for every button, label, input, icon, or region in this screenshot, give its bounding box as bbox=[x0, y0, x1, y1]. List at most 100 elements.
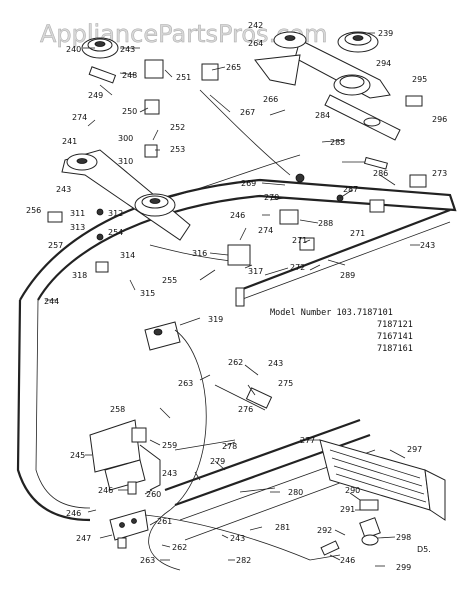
callout-label: 270 bbox=[264, 193, 279, 202]
callout-label: 271 bbox=[292, 236, 307, 245]
callout-label: 274 bbox=[72, 113, 87, 122]
callout-label: 266 bbox=[263, 95, 278, 104]
callout-label: 257 bbox=[48, 241, 63, 250]
callout-label: 289 bbox=[340, 271, 355, 280]
callout-label: 243 bbox=[268, 359, 283, 368]
callout-label: 292 bbox=[317, 526, 332, 535]
callout-label: 280 bbox=[288, 488, 303, 497]
callout-label: 272 bbox=[290, 263, 305, 272]
callout-label: 245 bbox=[70, 451, 85, 460]
callout-label: 252 bbox=[170, 123, 185, 132]
callout-label: 243 bbox=[420, 241, 435, 250]
callout-label: 241 bbox=[62, 137, 77, 146]
callout-label: 300 bbox=[118, 134, 133, 143]
callout-label: 313 bbox=[70, 223, 85, 232]
callout-label: 295 bbox=[412, 75, 427, 84]
callout-label: 288 bbox=[318, 219, 333, 228]
gas-manifold bbox=[16, 89, 457, 522]
model-number-line-4: 7187161 bbox=[377, 344, 413, 354]
callout-label: 239 bbox=[378, 29, 393, 38]
model-number-line-2: 7187121 bbox=[377, 320, 413, 330]
callout-label: 299 bbox=[396, 563, 411, 572]
burner-top-center bbox=[254, 31, 307, 86]
callout-label: 312 bbox=[108, 209, 123, 218]
callout-label: 284 bbox=[315, 111, 330, 120]
callout-label: 279 bbox=[210, 457, 225, 466]
callout-label: 249 bbox=[88, 91, 103, 100]
callout-labels: 240 242 264 239 243 248 251 265 294 295 … bbox=[26, 21, 447, 572]
burner-right-assembly bbox=[324, 74, 401, 141]
callout-label: 269 bbox=[241, 179, 256, 188]
leader-lines bbox=[45, 32, 420, 567]
callout-label: 240 bbox=[66, 45, 81, 54]
callout-label: 264 bbox=[248, 39, 263, 48]
callout-label: 314 bbox=[120, 251, 135, 260]
callout-label: 258 bbox=[110, 405, 125, 414]
callout-label: 262 bbox=[172, 543, 187, 552]
callout-label: 248 bbox=[122, 71, 137, 80]
callout-label: 261 bbox=[157, 517, 172, 526]
callout-label: 278 bbox=[222, 442, 237, 451]
callout-label: 260 bbox=[146, 490, 161, 499]
callout-label: 317 bbox=[248, 267, 263, 276]
callout-label: 243 bbox=[162, 469, 177, 478]
callout-label: 246 bbox=[66, 509, 81, 518]
callout-label: 282 bbox=[236, 556, 251, 565]
callout-label: 276 bbox=[238, 405, 253, 414]
valves-fittings bbox=[47, 59, 427, 307]
callout-label: 275 bbox=[278, 379, 293, 388]
callout-label: 291 bbox=[340, 505, 355, 514]
model-number-block: Model Number 103.7187101 7187121 7167141… bbox=[270, 308, 413, 354]
callout-label: 274 bbox=[258, 226, 273, 235]
callout-label: 281 bbox=[275, 523, 290, 532]
callout-label: 296 bbox=[432, 115, 447, 124]
callout-label: 271 bbox=[350, 229, 365, 238]
callout-label: 256 bbox=[26, 206, 41, 215]
callout-label: 246 bbox=[98, 486, 113, 495]
igniter-switch bbox=[144, 321, 181, 351]
model-number-line-1: Model Number 103.7187101 bbox=[270, 308, 393, 318]
callout-label: 262 bbox=[228, 358, 243, 367]
callout-label: 297 bbox=[407, 445, 422, 454]
callout-label: 298 bbox=[396, 533, 411, 542]
callout-label: 290 bbox=[345, 486, 360, 495]
callout-label: 286 bbox=[373, 169, 388, 178]
callout-label: 251 bbox=[176, 73, 191, 82]
callout-label: 285 bbox=[330, 138, 345, 147]
callout-label: 250 bbox=[122, 107, 137, 116]
callout-label: 310 bbox=[118, 157, 133, 166]
thermostat bbox=[109, 509, 341, 561]
callout-label: 242 bbox=[248, 21, 263, 30]
callout-label: 247 bbox=[76, 534, 91, 543]
callout-label: 294 bbox=[376, 59, 391, 68]
callout-label: 318 bbox=[72, 271, 87, 280]
callout-label: 265 bbox=[226, 63, 241, 72]
callout-label: 254 bbox=[108, 228, 123, 237]
callout-label: 273 bbox=[432, 169, 447, 178]
callout-label: 287 bbox=[343, 185, 358, 194]
callout-label: 243 bbox=[120, 45, 135, 54]
callout-label: 277 bbox=[300, 436, 315, 445]
callout-label: 263 bbox=[178, 379, 193, 388]
callout-label: 267 bbox=[240, 108, 255, 117]
callout-label: 253 bbox=[170, 145, 185, 154]
callout-label: 255 bbox=[162, 276, 177, 285]
callout-label: 244 bbox=[44, 297, 59, 306]
oven-valve bbox=[89, 419, 161, 495]
oven-burner-parts bbox=[320, 499, 381, 556]
model-number-line-3: 7167141 bbox=[377, 332, 413, 342]
callout-label: 311 bbox=[70, 209, 85, 218]
callout-label: 263 bbox=[140, 556, 155, 565]
callout-label: 246 bbox=[230, 211, 245, 220]
callout-label: 319 bbox=[208, 315, 223, 324]
callout-label: 259 bbox=[162, 441, 177, 450]
callout-label: 315 bbox=[140, 289, 155, 298]
callout-label: 316 bbox=[192, 249, 207, 258]
callout-label: 246 bbox=[340, 556, 355, 565]
corner-code: D5. bbox=[417, 545, 431, 554]
callout-label: 243 bbox=[230, 534, 245, 543]
burner-left-assembly bbox=[61, 149, 191, 241]
broil-burner bbox=[319, 439, 446, 521]
callout-label: 243 bbox=[56, 185, 71, 194]
